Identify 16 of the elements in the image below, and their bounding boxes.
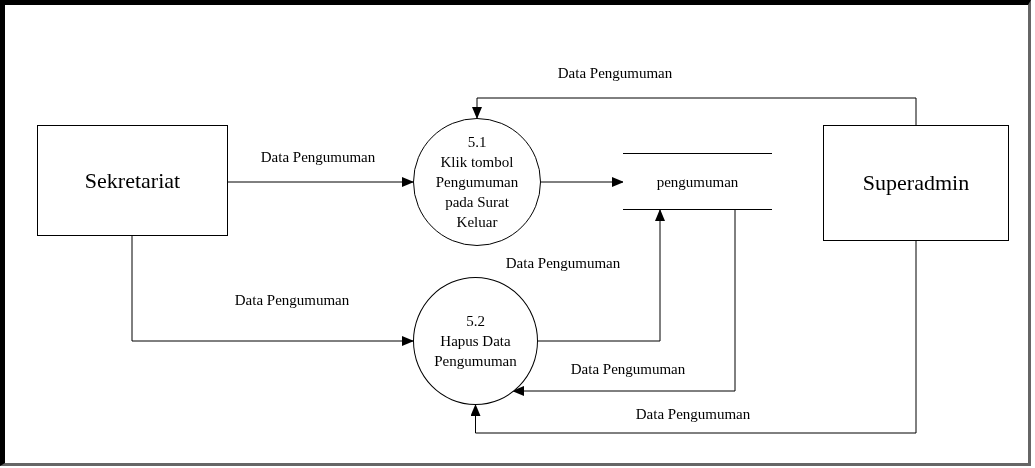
store-label: pengumuman xyxy=(655,172,740,192)
arrow xyxy=(131,235,414,346)
process-number: 5.1 xyxy=(466,133,488,152)
process-number: 5.2 xyxy=(465,312,486,331)
arrow xyxy=(540,177,624,187)
arrow xyxy=(472,97,917,126)
process-label: Klik tombol Pengumuman pada Surat Keluar xyxy=(434,153,520,232)
entity-box xyxy=(823,125,1009,241)
entity-label: Superadmin xyxy=(862,170,970,196)
process-label: Hapus Data Pengumuman xyxy=(433,332,518,371)
arrow xyxy=(537,209,665,342)
entity-label: Sekretariat xyxy=(84,167,181,194)
arrow xyxy=(227,177,414,187)
arrow xyxy=(470,240,917,434)
arrow xyxy=(512,209,736,396)
entity-box xyxy=(37,125,228,236)
